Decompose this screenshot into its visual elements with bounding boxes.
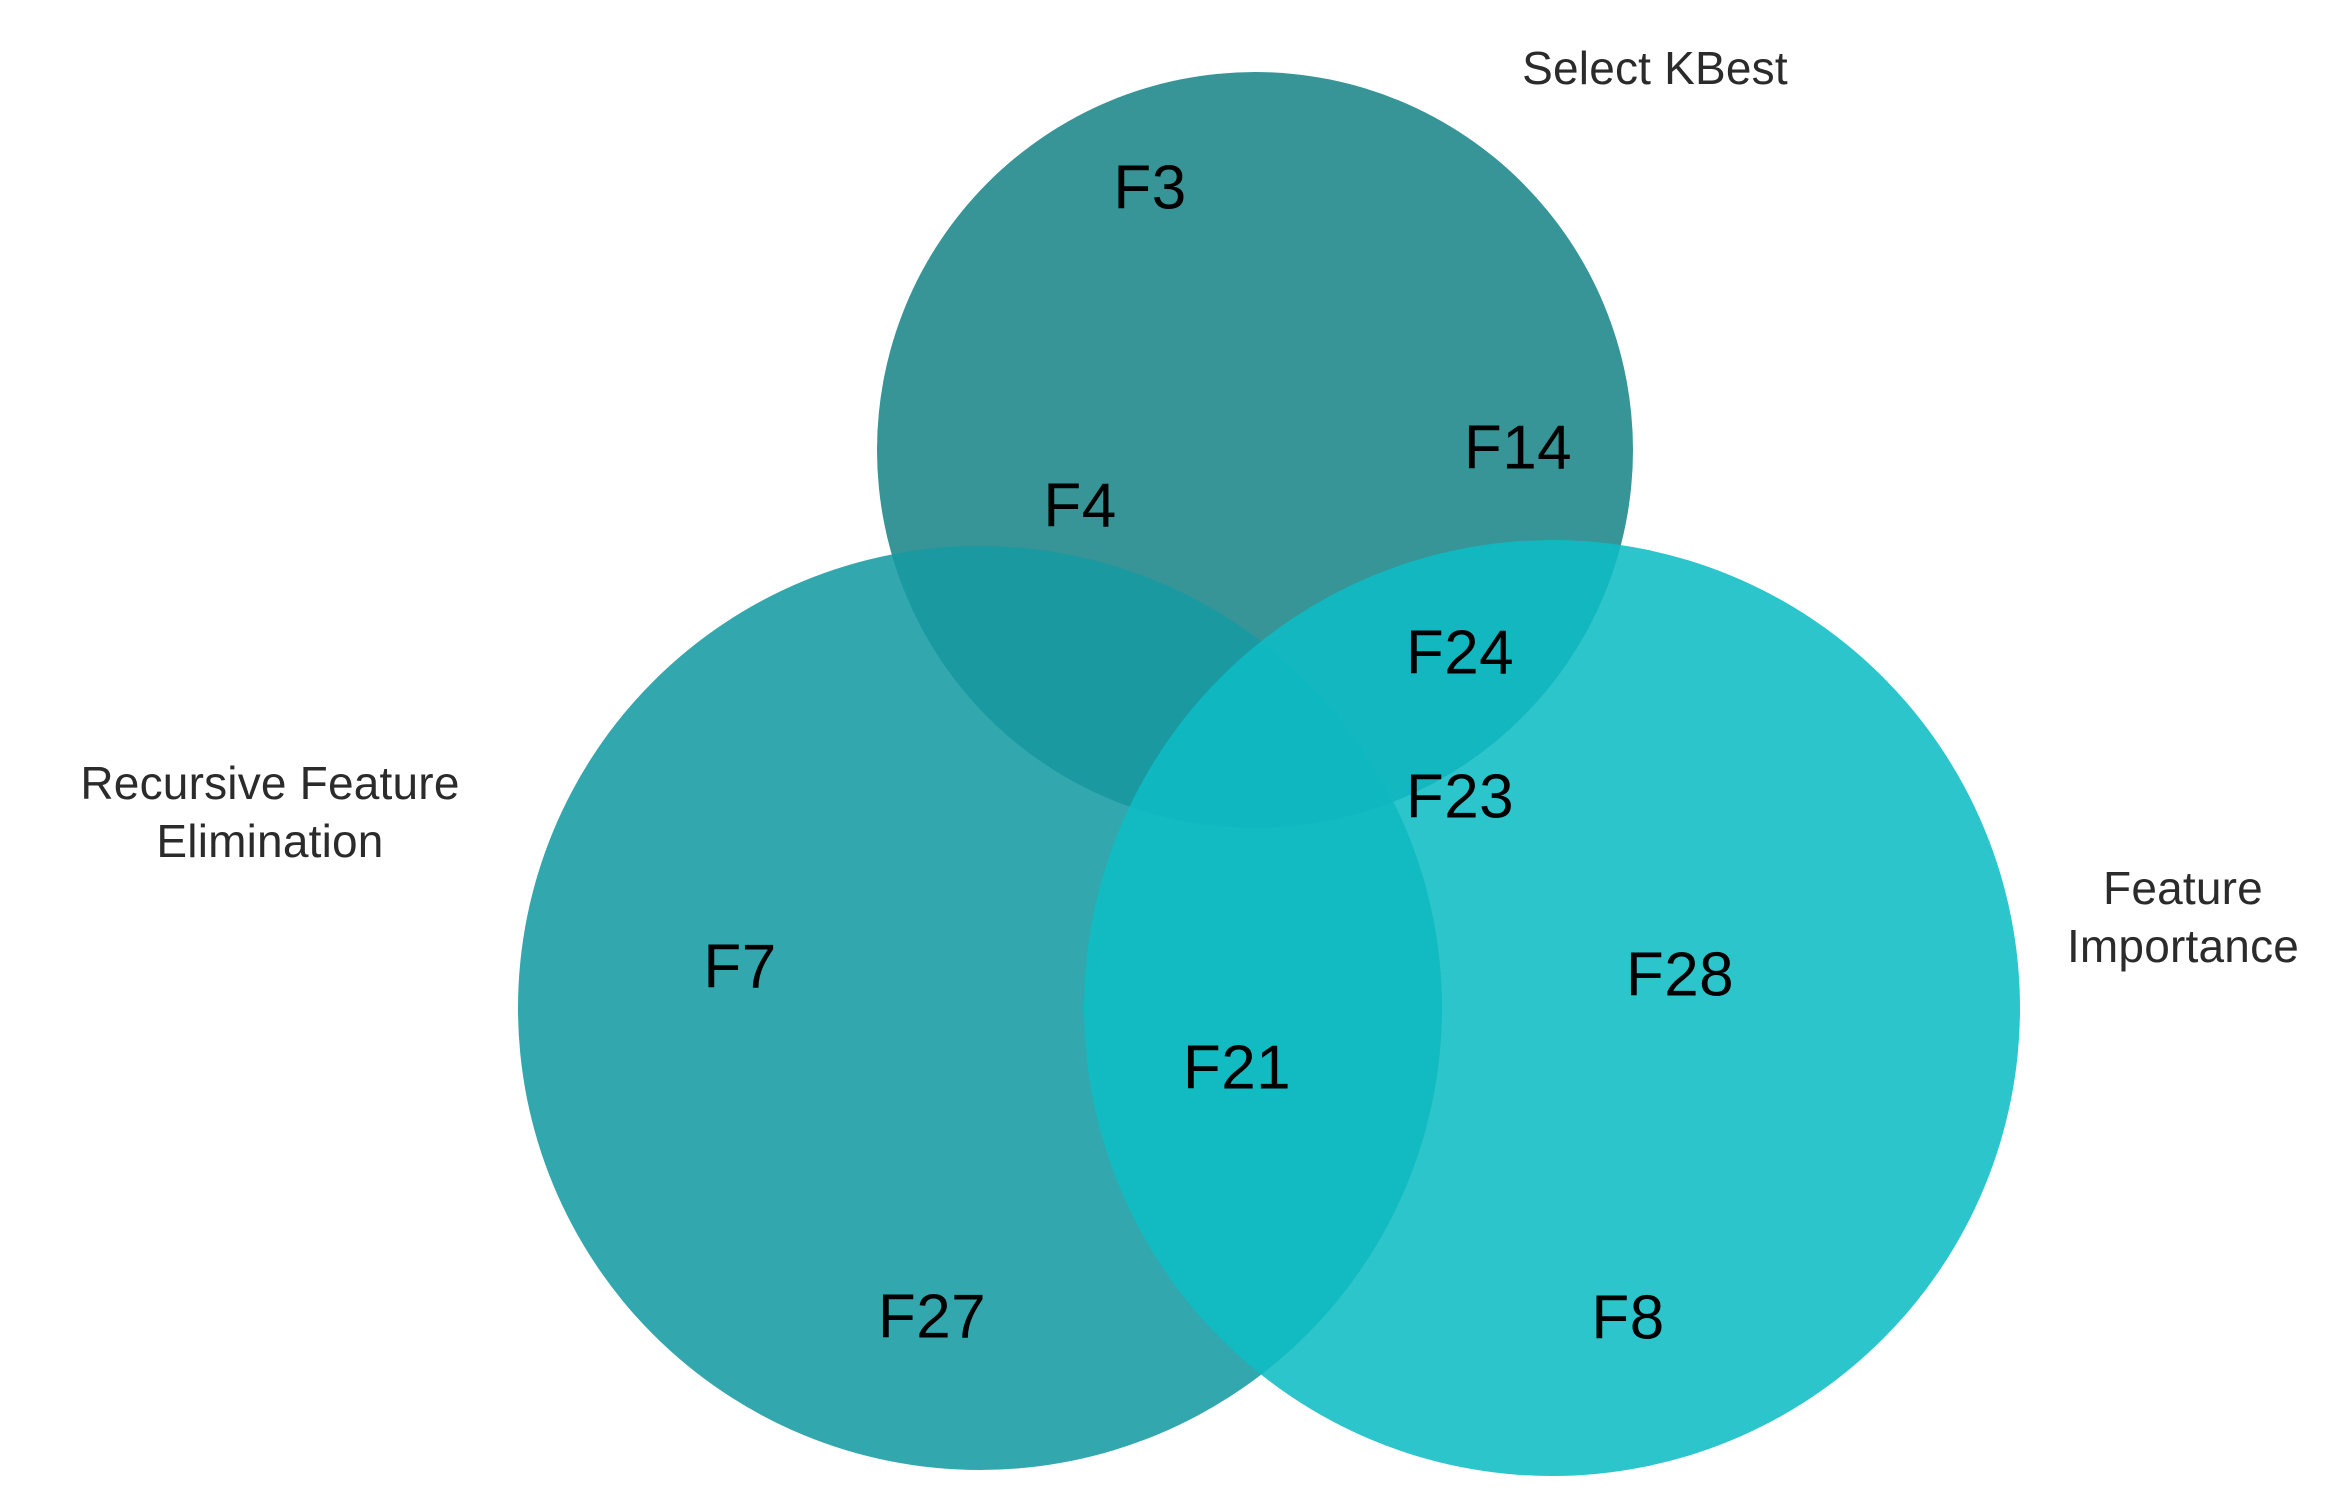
item-label-f14: F14 <box>1463 413 1573 483</box>
item-label-f3: F3 <box>1113 153 1187 223</box>
item-label-f27: F27 <box>877 1282 987 1352</box>
item-label-f7: F7 <box>703 932 777 1002</box>
item-label-f28: F28 <box>1625 940 1735 1010</box>
set-label-recursive-feature-elimination: Recursive Feature Elimination <box>80 757 460 867</box>
item-label-f24: F24 <box>1405 618 1515 688</box>
item-label-f4: F4 <box>1043 471 1117 541</box>
set-label-feature-importance: Feature Importance <box>2066 862 2300 972</box>
set-label-select-kbest: Select KBest <box>1522 42 1788 94</box>
item-label-f23: F23 <box>1405 762 1515 832</box>
circle-feature-importance <box>1084 540 2020 1476</box>
item-label-f8: F8 <box>1591 1283 1665 1353</box>
item-label-f21: F21 <box>1182 1033 1292 1103</box>
